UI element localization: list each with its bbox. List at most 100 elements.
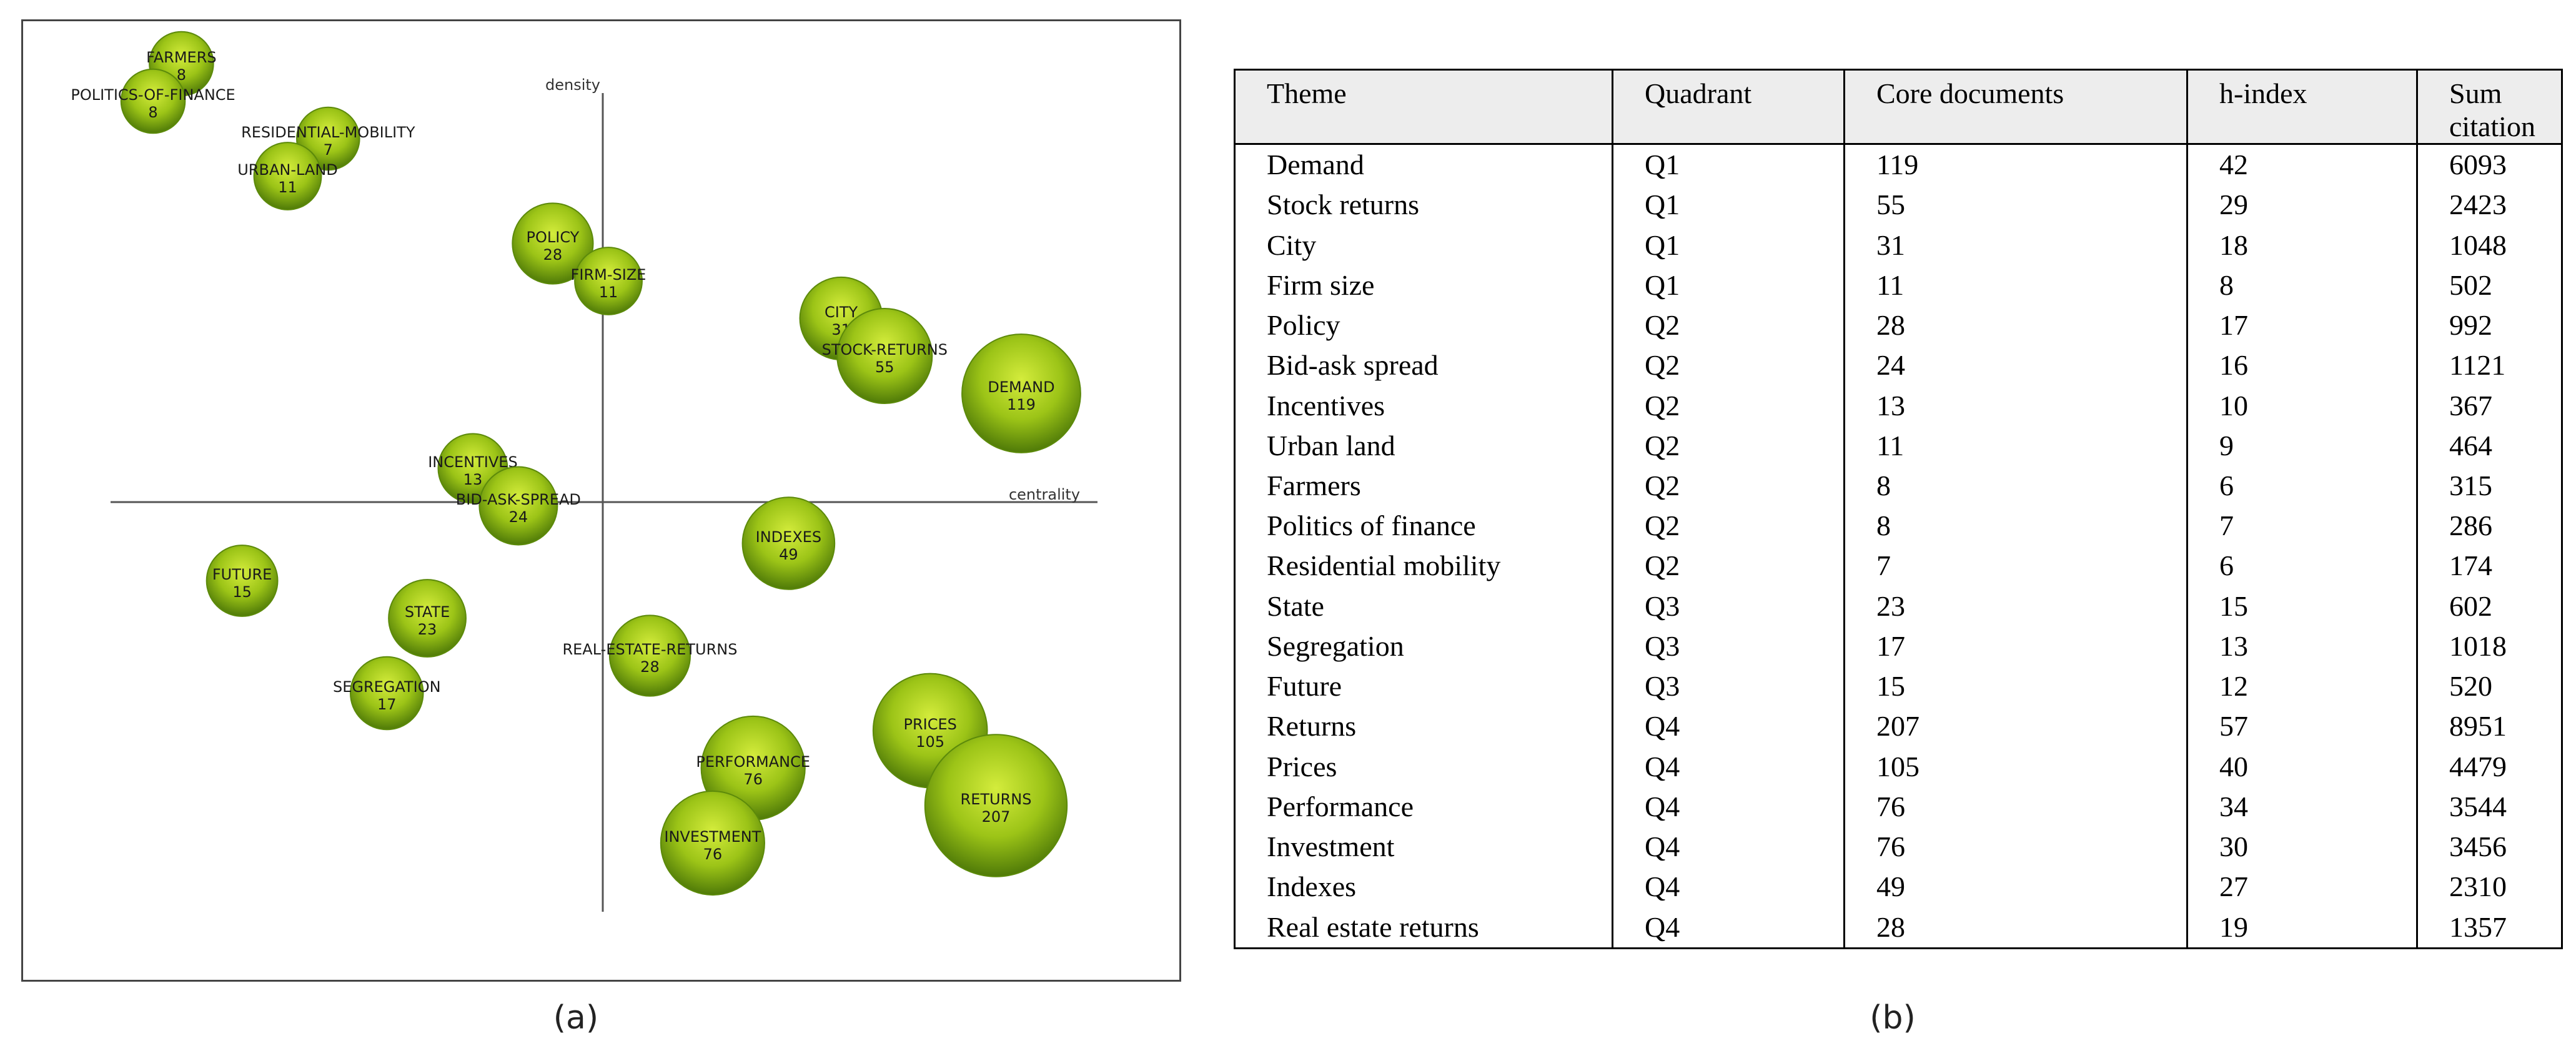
bubble-count-label: 17: [377, 696, 397, 713]
theme-table: Theme Quadrant Core documents h-index Su…: [1234, 69, 2563, 950]
cell-core-documents: 8: [1843, 465, 2188, 506]
bubble-circle: [120, 68, 186, 134]
cell-theme: Urban land: [1234, 425, 1613, 466]
cell-quadrant: Q4: [1612, 746, 1845, 787]
cell-core-documents: 24: [1843, 345, 2188, 386]
bubble-circle: [253, 142, 322, 210]
bubble-count-label: 8: [148, 104, 157, 121]
bubble-theme-label: FARMERS: [146, 49, 216, 66]
cell-theme: Prices: [1234, 746, 1613, 787]
cell-h-index: 30: [2186, 827, 2418, 867]
thematic-map: density centrality FARMERS8POLITICS-OF-F…: [71, 31, 1097, 912]
bubble-theme-label: DEMAND: [988, 378, 1054, 396]
cell-quadrant: Q2: [1612, 425, 1845, 466]
cell-theme: Returns: [1234, 706, 1613, 747]
cell-quadrant: Q1: [1612, 265, 1845, 305]
bubble-circle: [608, 614, 691, 697]
cell-theme: Farmers: [1234, 465, 1613, 506]
header-core-documents: Core documents: [1843, 69, 2188, 145]
cell-quadrant: Q4: [1612, 706, 1845, 747]
cell-h-index: 6: [2186, 465, 2418, 506]
bubble-theme-label: STATE: [405, 603, 450, 621]
cell-h-index: 15: [2186, 586, 2418, 626]
bubble-circle: [206, 545, 279, 617]
cell-theme: Demand: [1234, 144, 1613, 185]
cell-core-documents: 76: [1843, 786, 2188, 827]
cell-theme: Incentives: [1234, 385, 1613, 426]
header-quadrant: Quadrant: [1612, 69, 1845, 145]
bubble-theme-label: URBAN-LAND: [237, 161, 338, 179]
cell-sum-citation: 520: [2416, 666, 2563, 707]
cell-theme: Bid-ask spread: [1234, 345, 1613, 386]
cell-core-documents: 55: [1843, 185, 2188, 225]
bubble-circle: [924, 734, 1068, 877]
bubble-theme-label: BID-ASK-SPREAD: [456, 491, 581, 508]
cell-sum-citation: 1121: [2416, 345, 2563, 386]
cell-quadrant: Q4: [1612, 827, 1845, 867]
bubble-count-label: 49: [779, 546, 798, 563]
cell-core-documents: 105: [1843, 746, 2188, 787]
cell-quadrant: Q2: [1612, 546, 1845, 586]
bubble-count-label: 28: [640, 658, 660, 676]
cell-quadrant: Q2: [1612, 506, 1845, 546]
bubble-theme-label: PERFORMANCE: [696, 753, 810, 771]
bubble-theme-label: RETURNS: [961, 791, 1032, 808]
cell-theme: Future: [1234, 666, 1613, 707]
cell-quadrant: Q4: [1612, 786, 1845, 827]
cell-theme: Residential mobility: [1234, 546, 1613, 586]
cell-h-index: 12: [2186, 666, 2418, 707]
cell-core-documents: 28: [1843, 907, 2188, 950]
bubble-count-label: 7: [324, 141, 333, 159]
bubble-count-label: 15: [232, 583, 252, 601]
cell-h-index: 6: [2186, 546, 2418, 586]
cell-h-index: 10: [2186, 385, 2418, 426]
cell-sum-citation: 1357: [2416, 907, 2563, 950]
cell-sum-citation: 1018: [2416, 626, 2563, 667]
cell-quadrant: Q1: [1612, 225, 1845, 265]
cell-theme: Investment: [1234, 827, 1613, 867]
bubble-circle: [478, 466, 558, 546]
cell-sum-citation: 174: [2416, 546, 2563, 586]
bubble-circle: [660, 790, 765, 896]
cell-core-documents: 8: [1843, 506, 2188, 546]
cell-h-index: 18: [2186, 225, 2418, 265]
cell-theme: Firm size: [1234, 265, 1613, 305]
density-axis-label: density: [545, 76, 600, 94]
cell-sum-citation: 2423: [2416, 185, 2563, 225]
cell-sum-citation: 315: [2416, 465, 2563, 506]
bubble-count-label: 105: [916, 733, 944, 751]
cell-theme: Segregation: [1234, 626, 1613, 667]
cell-quadrant: Q3: [1612, 626, 1845, 667]
cell-h-index: 40: [2186, 746, 2418, 787]
bubble-circle: [574, 247, 643, 315]
cell-quadrant: Q2: [1612, 385, 1845, 426]
cell-sum-citation: 367: [2416, 385, 2563, 426]
cell-core-documents: 76: [1843, 827, 2188, 867]
caption-a: (a): [553, 999, 599, 1037]
cell-theme: Real estate returns: [1234, 907, 1613, 950]
bubble-count-label: 207: [982, 808, 1011, 826]
bubble-circle: [512, 202, 594, 285]
cell-h-index: 34: [2186, 786, 2418, 827]
cell-quadrant: Q1: [1612, 144, 1845, 185]
header-sum-citation: Sum citation: [2416, 69, 2563, 145]
bubble-theme-label: PRICES: [904, 716, 957, 733]
caption-b: (b): [1870, 999, 1916, 1037]
cell-sum-citation: 6093: [2416, 144, 2563, 185]
cell-quadrant: Q3: [1612, 586, 1845, 626]
